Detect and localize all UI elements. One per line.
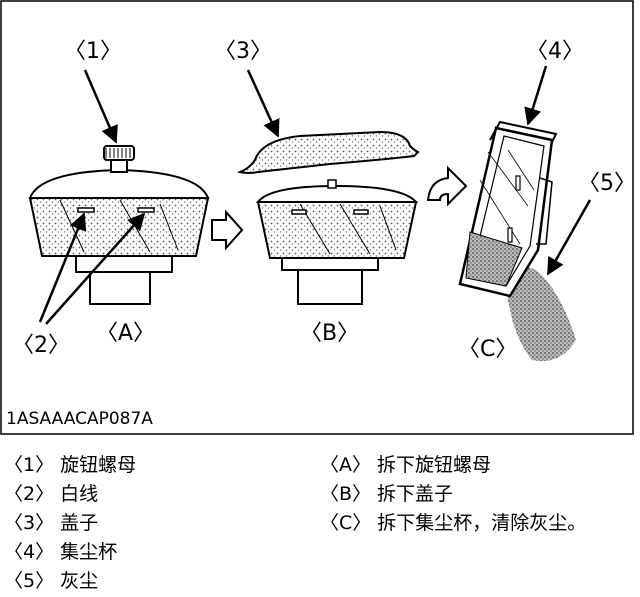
- white-line-left: [77, 207, 95, 213]
- callout-2: 〈2〉: [12, 333, 70, 358]
- step-arrow-bc: [426, 165, 468, 207]
- parts-legend: 〈1〉旋钮螺母 〈2〉白线 〈3〉盖子 〈4〉集尘杯 〈5〉灰尘: [4, 452, 136, 597]
- assembly-b: [236, 130, 420, 305]
- step-arrow-ab: [211, 209, 244, 251]
- callout-b: 〈B〉: [300, 321, 359, 346]
- callout-5: 〈5〉: [578, 171, 636, 196]
- legend-item: 〈5〉灰尘: [4, 568, 136, 597]
- legend-key: 〈1〉: [4, 454, 55, 476]
- legend-label: 集尘杯: [60, 541, 118, 563]
- steps-legend: 〈A〉拆下旋钮螺母 〈B〉拆下盖子 〈C〉拆下集尘杯，清除灰尘。: [320, 452, 586, 539]
- legend-item: 〈1〉旋钮螺母: [4, 452, 136, 481]
- legend-label: 旋钮螺母: [60, 454, 137, 476]
- legend-label: 拆下集尘杯，清除灰尘。: [377, 512, 587, 534]
- assembly-c: [458, 120, 576, 362]
- legend-key: 〈B〉: [320, 483, 372, 505]
- white-line-right: [137, 207, 155, 213]
- callout-4: 〈4〉: [526, 39, 584, 64]
- legend-label: 拆下旋钮螺母: [377, 454, 492, 476]
- legend-item: 〈C〉拆下集尘杯，清除灰尘。: [320, 510, 586, 539]
- legend-key: 〈A〉: [320, 454, 371, 476]
- legend-key: 〈4〉: [4, 541, 55, 563]
- legend-item: 〈4〉集尘杯: [4, 539, 136, 568]
- legend-label: 白线: [60, 483, 99, 505]
- legend-key: 〈2〉: [4, 483, 55, 505]
- illustration: 〈1〉 〈2〉 〈3〉 〈4〉 〈5〉 〈A〉 〈B〉 〈C〉 1ASAAACA…: [0, 0, 636, 435]
- legend-item: 〈3〉盖子: [4, 510, 136, 539]
- callout-a: 〈A〉: [96, 321, 155, 346]
- legend-label: 拆下盖子: [377, 483, 454, 505]
- legend-item: 〈A〉拆下旋钮螺母: [320, 452, 586, 481]
- callout-1: 〈1〉: [64, 39, 122, 64]
- legend-item: 〈2〉白线: [4, 481, 136, 510]
- legend-item: 〈B〉拆下盖子: [320, 481, 586, 510]
- legend-label: 灰尘: [60, 570, 99, 592]
- legend-key: 〈3〉: [4, 512, 55, 534]
- legend-key: 〈C〉: [320, 512, 372, 534]
- legend-key: 〈5〉: [4, 570, 55, 592]
- legend-label: 盖子: [60, 512, 99, 534]
- callout-c: 〈C〉: [458, 337, 517, 362]
- callout-3: 〈3〉: [214, 39, 272, 64]
- figure-code: 1ASAAACAP087A: [6, 409, 153, 429]
- lid: [236, 130, 420, 174]
- dust-pour: [502, 266, 576, 362]
- figure-frame: [0, 0, 634, 435]
